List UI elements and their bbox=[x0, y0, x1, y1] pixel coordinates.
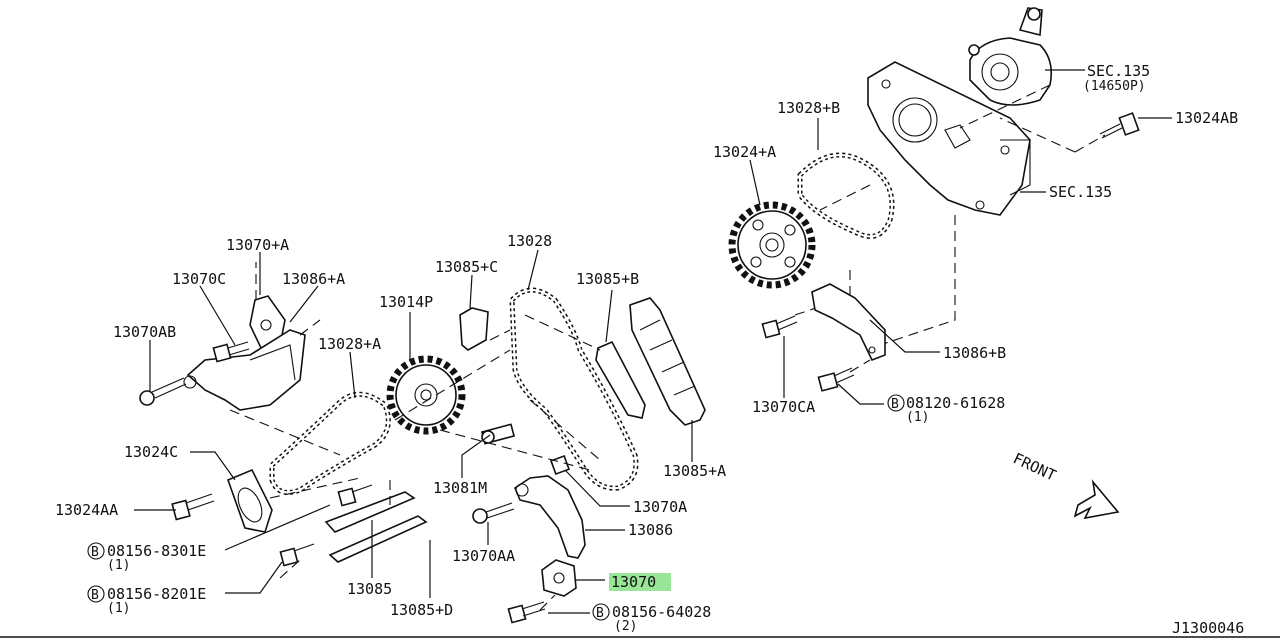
label-13070aa[interactable]: 13070AA bbox=[452, 547, 515, 565]
label-13070ca[interactable]: 13070CA bbox=[752, 398, 815, 416]
bolt-08120-part[interactable] bbox=[817, 367, 855, 392]
engine-front-cover-part[interactable] bbox=[867, 61, 1031, 216]
bolt-mark-8201-icon bbox=[87, 585, 105, 603]
label-13024c[interactable]: 13024C bbox=[124, 443, 178, 461]
label-08156-8301e-qty: (1) bbox=[107, 558, 130, 573]
bolt-mark-08120-icon bbox=[887, 394, 905, 412]
highlight-13070 bbox=[609, 573, 671, 591]
tensioner-arm-13086-part[interactable] bbox=[514, 475, 586, 559]
bolt-13024ab-part[interactable] bbox=[1099, 112, 1140, 139]
label-08120[interactable]: 08120-61628 bbox=[906, 394, 1005, 412]
label-13085c[interactable]: 13085+C bbox=[435, 258, 498, 276]
label-13024a[interactable]: 13024+A bbox=[713, 143, 776, 161]
chain-tensioner-13070-part[interactable] bbox=[541, 559, 577, 597]
label-sec135-mid: SEC.135 bbox=[1049, 183, 1112, 201]
crank-sprocket-13014p-part[interactable] bbox=[386, 355, 466, 435]
label-13024ab[interactable]: 13024AB bbox=[1175, 109, 1238, 127]
label-13085d[interactable]: 13085+D bbox=[390, 601, 453, 619]
cover-plate-13024c-part[interactable] bbox=[226, 468, 273, 533]
label-13028[interactable]: 13028 bbox=[507, 232, 552, 250]
timing-chain-13028b-part[interactable] bbox=[797, 152, 895, 239]
chain-guide-13086b-part[interactable] bbox=[811, 283, 886, 362]
bolt-mark-8201-letter: B bbox=[91, 588, 99, 603]
label-13086[interactable]: 13086 bbox=[628, 521, 673, 539]
chain-slider-13085c-part[interactable] bbox=[459, 307, 489, 351]
timing-chain-13028-part[interactable] bbox=[509, 287, 639, 491]
label-sec135-top-sub: (14650P) bbox=[1083, 79, 1146, 94]
bolt-08156-64028-part[interactable] bbox=[507, 601, 546, 624]
label-08120-qty: (1) bbox=[906, 410, 929, 425]
label-13070ab[interactable]: 13070AB bbox=[113, 323, 176, 341]
label-08156-8201e[interactable]: 08156-8201E bbox=[107, 585, 206, 603]
chain-slider-13085d-part[interactable] bbox=[328, 515, 428, 563]
label-13028b[interactable]: 13028+B bbox=[777, 99, 840, 117]
bolt-mark-8301-letter: B bbox=[91, 545, 99, 560]
label-13086b[interactable]: 13086+B bbox=[943, 344, 1006, 362]
label-13081m[interactable]: 13081M bbox=[433, 479, 487, 497]
timing-chain-13028a-part[interactable] bbox=[269, 391, 391, 495]
chain-slider-13085-part[interactable] bbox=[324, 491, 416, 533]
bolt-mark-64028-icon bbox=[592, 603, 610, 621]
bolt-13070aa-part[interactable] bbox=[472, 502, 515, 524]
bolt-08156-8201e-part[interactable] bbox=[279, 543, 315, 567]
bolt-13024aa-part[interactable] bbox=[171, 493, 215, 521]
bolt-13070ca-part[interactable] bbox=[761, 315, 798, 339]
front-label: FRONT bbox=[1010, 449, 1059, 484]
chain-guide-13085b-part[interactable] bbox=[595, 340, 646, 419]
label-08156-64028-qty: (2) bbox=[614, 619, 637, 634]
bolt-13070ab-part[interactable] bbox=[139, 377, 187, 406]
label-13070c[interactable]: 13070C bbox=[172, 270, 226, 288]
chain-guide-13086a-part[interactable] bbox=[183, 329, 306, 411]
label-13070[interactable]: 13070 bbox=[611, 573, 656, 591]
label-08156-8301e[interactable]: 08156-8301E bbox=[107, 542, 206, 560]
label-08156-8201e-qty: (1) bbox=[107, 601, 130, 616]
chain-guide-pin-13081m-part[interactable] bbox=[480, 423, 516, 445]
label-13070a-top[interactable]: 13070+A bbox=[226, 236, 289, 254]
vacuum-pump-part[interactable] bbox=[968, 7, 1053, 106]
label-13024aa[interactable]: 13024AA bbox=[55, 501, 118, 519]
label-13086a[interactable]: 13086+A bbox=[282, 270, 345, 288]
label-13085a[interactable]: 13085+A bbox=[663, 462, 726, 480]
chain-guide-13085a-part[interactable] bbox=[629, 297, 706, 426]
label-13028a[interactable]: 13028+A bbox=[318, 335, 381, 353]
front-direction-arrow: FRONT bbox=[1010, 449, 1120, 520]
bolt-mark-64028-letter: B bbox=[596, 606, 604, 621]
label-13070a[interactable]: 13070A bbox=[633, 498, 687, 516]
label-13085[interactable]: 13085 bbox=[347, 580, 392, 598]
bolt-08156-8301e-part[interactable] bbox=[337, 484, 373, 507]
label-08156-64028[interactable]: 08156-64028 bbox=[612, 603, 711, 621]
label-13014p[interactable]: 13014P bbox=[379, 293, 433, 311]
diagram-ref-code: J1300046 bbox=[1172, 619, 1244, 637]
camshaft-sprocket-13024a-part[interactable] bbox=[728, 201, 816, 289]
label-13085b[interactable]: 13085+B bbox=[576, 270, 639, 288]
bolt-mark-8301-icon bbox=[87, 542, 105, 560]
bolt-mark-08120-letter: B bbox=[891, 397, 899, 412]
bolt-13070c-part[interactable] bbox=[212, 341, 250, 363]
label-sec135-top: SEC.135 bbox=[1087, 62, 1150, 80]
